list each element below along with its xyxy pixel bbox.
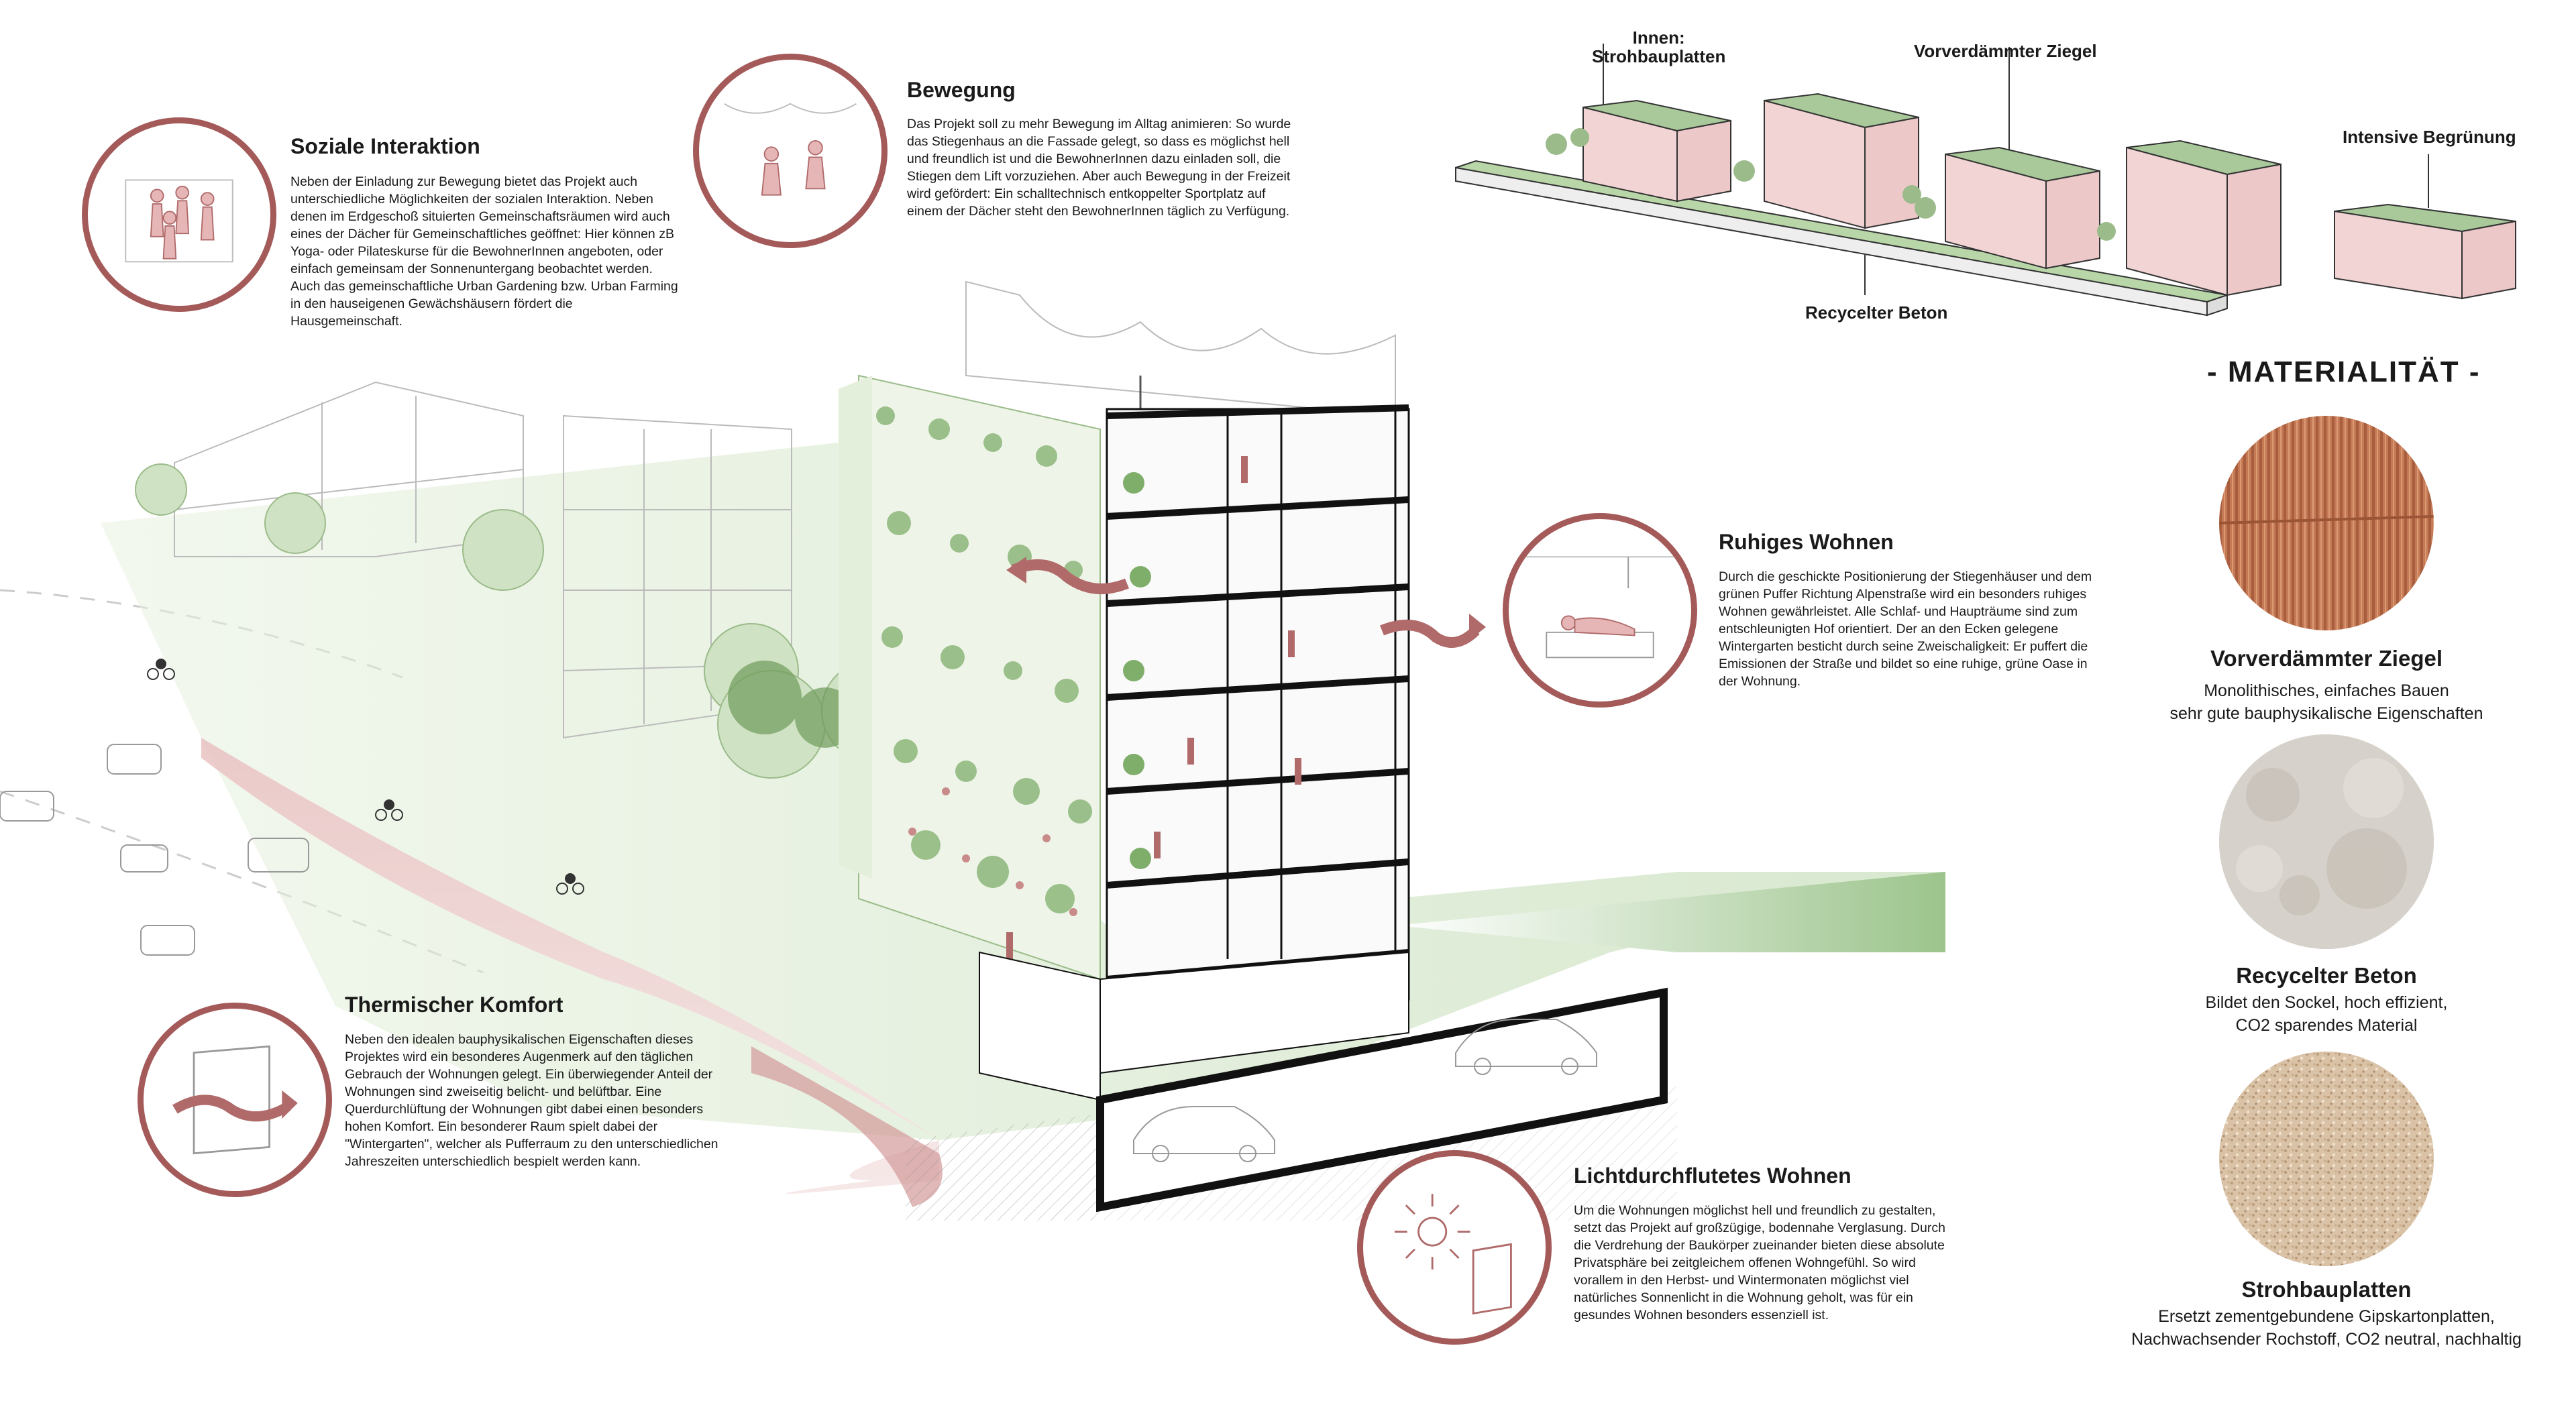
movement-text: Das Projekt soll zu mehr Bewegung im All… (907, 117, 1291, 219)
thermal-comfort-icon (138, 1003, 332, 1197)
daylight-text: Um die Wohnungen möglichst hell und freu… (1574, 1203, 1945, 1323)
quiet-living-text: Durch die geschickte Positionierung der … (1719, 569, 2092, 689)
social-interaction-title: Soziale Interaktion (290, 134, 480, 158)
social-interaction-text: Neben der Einladung zur Bewegung bietet … (290, 174, 678, 329)
quiet-living-icon (1503, 513, 1697, 708)
material-1-desc: Monolithisches, einfaches Bauen sehr gut… (2169, 681, 2483, 723)
label-recycelter-beton: Recycelter Beton (1805, 302, 1948, 323)
brick-texture-image (2219, 416, 2434, 630)
material-2-desc: Bildet den Sockel, hoch effizient, CO2 s… (2205, 993, 2448, 1035)
daylight-title: Lichtdurchflutetes Wohnen (1574, 1164, 1851, 1188)
movement-title: Bewegung (907, 78, 1016, 102)
label-intensive-begruenung: Intensive Begrünung (2343, 127, 2516, 147)
straw-board-texture-image (2219, 1052, 2434, 1266)
social-interaction-icon (82, 117, 276, 312)
material-2-title: Recycelter Beton (2236, 963, 2417, 988)
label-innen-strohbauplatten: Innen: Strohbauplatten (1592, 27, 1726, 66)
materialitaet-heading: - MATERIALITÄT - (2207, 355, 2481, 388)
material-1-title: Vorverdämmter Ziegel (2210, 646, 2443, 671)
material-3-title: Strohbauplatten (2241, 1277, 2412, 1302)
concrete-texture-image (2219, 734, 2434, 949)
movement-icon (693, 54, 888, 248)
daylight-icon (1357, 1150, 1552, 1345)
label-vorverdaemmter-ziegel: Vorverdämmter Ziegel (1914, 41, 2097, 61)
material-3-desc: Ersetzt zementgebundene Gipskartonplatte… (2131, 1307, 2522, 1349)
thermal-comfort-text: Neben den idealen bauphysikalischen Eige… (345, 1032, 718, 1169)
quiet-living-title: Ruhiges Wohnen (1719, 530, 1894, 554)
thermal-comfort-title: Thermischer Komfort (345, 993, 564, 1017)
